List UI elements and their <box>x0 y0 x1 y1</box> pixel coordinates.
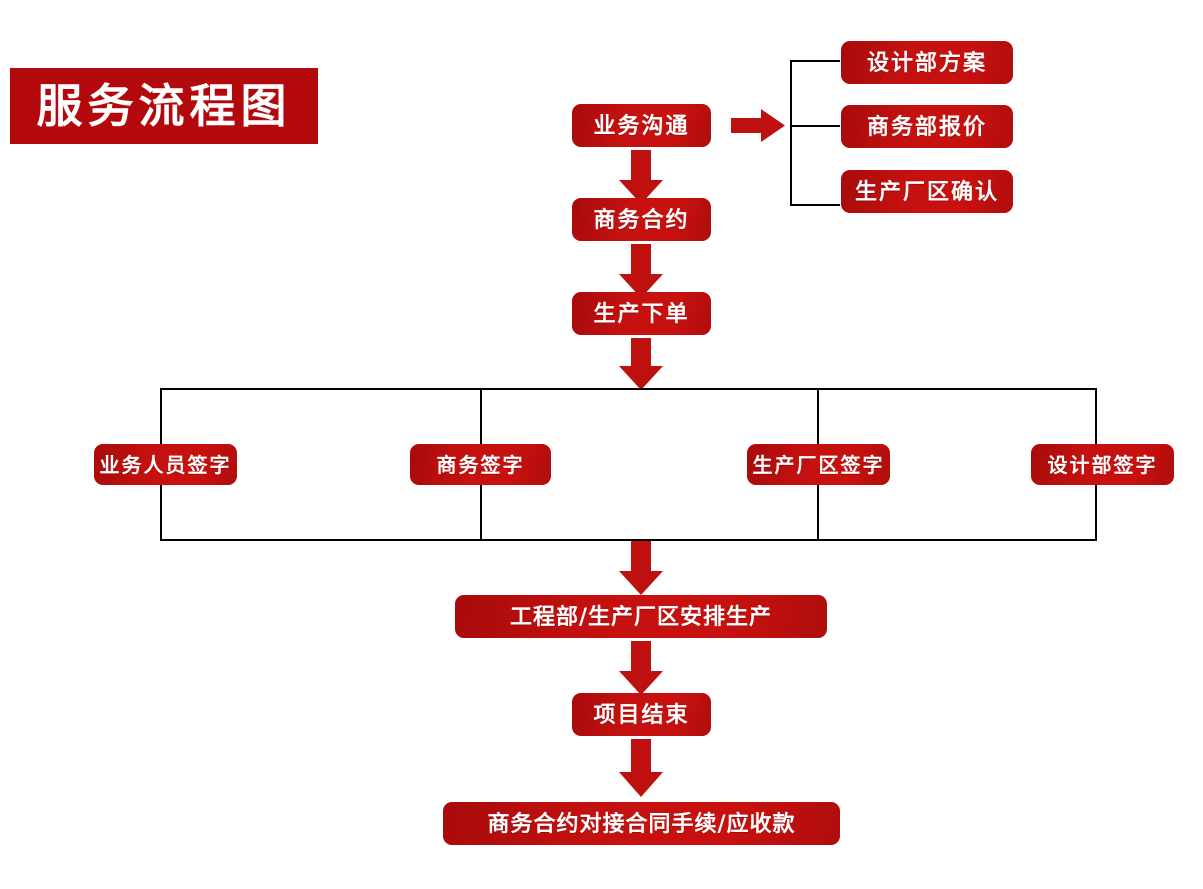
node-label: 商务合约 <box>593 206 690 233</box>
node-label: 生产下单 <box>593 300 690 327</box>
node-sign-commerce[interactable]: 商务签字 <box>410 444 551 485</box>
node-business-contract[interactable]: 商务合约 <box>572 198 711 241</box>
node-label: 工程部/生产厂区安排生产 <box>509 603 773 630</box>
node-arrange-production[interactable]: 工程部/生产厂区安排生产 <box>455 595 827 638</box>
node-label: 生产厂区签字 <box>752 452 885 477</box>
page-title: 服务流程图 <box>36 79 292 133</box>
node-label: 商务签字 <box>436 452 525 477</box>
node-label: 生产厂区确认 <box>854 178 999 205</box>
bracket-stub-bottom <box>790 204 840 206</box>
node-contract-receivable[interactable]: 商务合约对接合同手续/应收款 <box>443 802 840 845</box>
node-design-plan[interactable]: 设计部方案 <box>841 41 1013 84</box>
node-business-communication[interactable]: 业务沟通 <box>572 104 711 147</box>
arrow-down-icon-3 <box>619 338 663 390</box>
node-label: 商务合约对接合同手续/应收款 <box>487 810 796 837</box>
arrow-down-icon-5 <box>619 641 663 695</box>
node-label: 设计部方案 <box>866 49 987 76</box>
node-sign-sales[interactable]: 业务人员签字 <box>94 444 237 485</box>
bracket-connector-icon <box>790 60 792 205</box>
node-label: 商务部报价 <box>866 113 987 140</box>
arrow-down-icon-2 <box>619 244 663 298</box>
signature-bracket-top-bar <box>160 388 1096 390</box>
signature-bracket-bottom-bar <box>160 539 1096 541</box>
node-label: 业务人员签字 <box>99 452 232 477</box>
arrow-down-icon-1 <box>619 150 663 204</box>
node-label: 业务沟通 <box>593 112 690 139</box>
arrow-down-icon-4 <box>619 541 663 595</box>
node-production-order[interactable]: 生产下单 <box>572 292 711 335</box>
node-label: 项目结束 <box>593 701 690 728</box>
bracket-stub-top <box>790 60 840 62</box>
arrow-down-icon-6 <box>619 739 663 797</box>
node-label: 设计部签字 <box>1047 452 1158 477</box>
node-factory-confirm[interactable]: 生产厂区确认 <box>841 170 1013 213</box>
node-sign-factory[interactable]: 生产厂区签字 <box>747 444 890 485</box>
node-sign-design[interactable]: 设计部签字 <box>1031 444 1174 485</box>
node-project-end[interactable]: 项目结束 <box>572 693 711 736</box>
page-title-banner: 服务流程图 <box>10 68 318 144</box>
node-commerce-quote[interactable]: 商务部报价 <box>841 105 1013 148</box>
arrow-right-icon <box>731 109 785 142</box>
bracket-stub-middle <box>790 125 840 127</box>
